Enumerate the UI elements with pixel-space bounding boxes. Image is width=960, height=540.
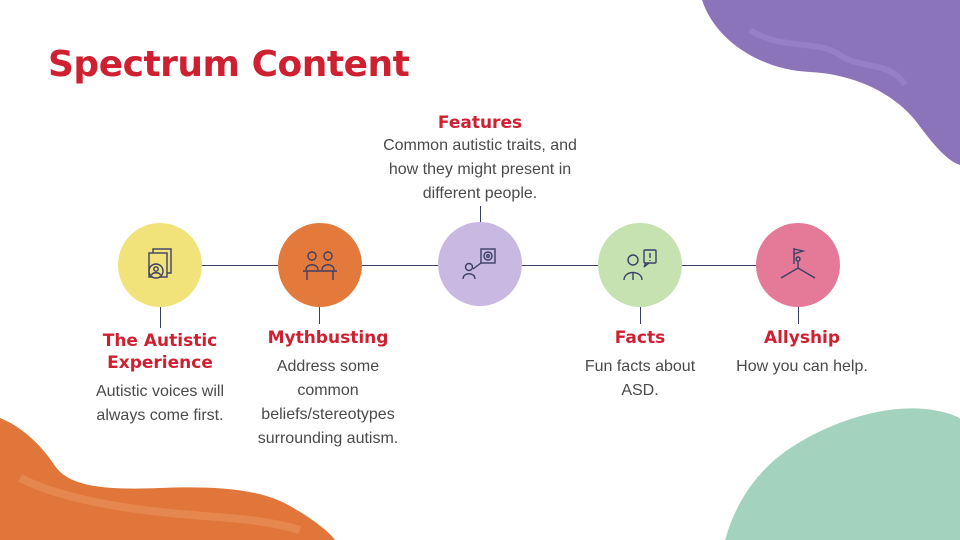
node-mythbusting (278, 223, 362, 307)
item-heading: The Autistic Experience (80, 330, 240, 374)
item-text: How you can help. (736, 358, 868, 375)
item-text: Autistic voices will always come first. (95, 383, 225, 424)
item-allyship: Allyship How you can help. (722, 327, 882, 379)
item-facts: Facts Fun facts about ASD. (570, 327, 710, 403)
timeline-stem (798, 298, 800, 324)
heading-line: The Autistic (102, 331, 218, 351)
person-speech-exclamation-icon (623, 249, 657, 281)
timeline-stem (640, 298, 642, 324)
item-heading: Facts (614, 328, 666, 348)
item-text: Address some common beliefs/stereotypes … (257, 358, 399, 447)
person-flag-mountain-icon (780, 248, 816, 279)
item-autistic-experience: The Autistic Experience Autistic voices … (80, 330, 240, 428)
item-text: Fun facts about ASD. (584, 358, 696, 399)
item-text: Common autistic traits, and how they mig… (383, 137, 577, 202)
page-title: Spectrum Content (48, 44, 410, 85)
item-mythbusting: Mythbusting Address some common beliefs/… (244, 327, 412, 451)
orange-blob-decoration (0, 418, 335, 540)
people-at-desk-icon (303, 251, 337, 280)
heading-line: Experience (107, 353, 213, 373)
timeline-stem (480, 206, 482, 224)
item-heading: Mythbusting (267, 328, 389, 348)
timeline-stem (160, 298, 162, 328)
purple-blob-decoration (702, 0, 960, 165)
node-facts (598, 223, 682, 307)
mint-blob-decoration (725, 408, 960, 540)
timeline-stem (319, 298, 321, 324)
node-allyship (756, 223, 840, 307)
item-features: Features Common autistic traits, and how… (368, 112, 592, 206)
documents-person-icon (148, 248, 172, 279)
node-autistic-experience (118, 223, 202, 307)
node-features (438, 222, 522, 306)
item-heading: Features (437, 113, 523, 133)
item-heading: Allyship (763, 328, 841, 348)
person-pointing-target-icon (462, 248, 496, 280)
